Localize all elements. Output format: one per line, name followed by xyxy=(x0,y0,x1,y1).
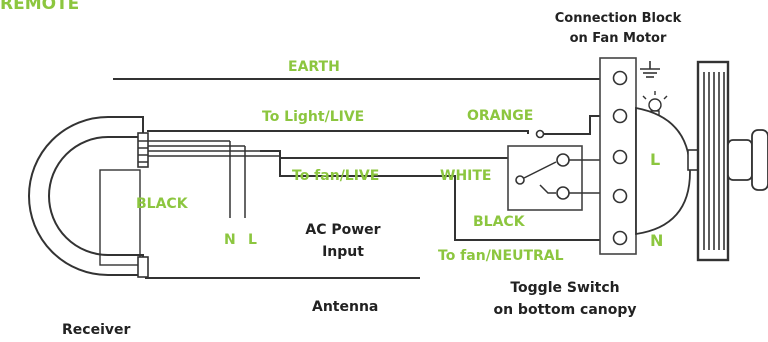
motor-n-label: N xyxy=(650,231,663,250)
toggle-switch-lever xyxy=(523,161,557,179)
receiver-connector xyxy=(137,132,149,168)
l-terminal-label: L xyxy=(248,232,257,248)
fan-live-wire xyxy=(260,150,515,159)
white-label: WHITE xyxy=(440,168,491,184)
to-fan-live-label: To fan/LIVE xyxy=(292,168,379,184)
receiver-antenna-port xyxy=(137,256,149,278)
motor-stator xyxy=(696,60,730,262)
toggle-switch-common xyxy=(515,175,525,185)
earth-label: EARTH xyxy=(288,59,340,75)
connection-block-label-line1: Connection Block xyxy=(555,11,682,26)
toggle-switch-label-line2: on bottom canopy xyxy=(493,302,636,318)
block-terminal-4 xyxy=(612,188,628,204)
motor-stator-ribs xyxy=(703,72,725,250)
block-terminal-1 xyxy=(612,70,628,86)
motor-mount xyxy=(727,139,753,181)
ground-icon xyxy=(640,61,660,78)
to-light-live-label: To Light/LIVE xyxy=(262,109,364,125)
fan-neutral-wire xyxy=(279,156,610,241)
toggle-switch-contact xyxy=(539,184,556,194)
motor-housing xyxy=(635,106,691,236)
motor-mount-cap xyxy=(751,129,768,191)
block-terminal-3 xyxy=(612,149,628,165)
receiver-inner-panel xyxy=(99,169,141,266)
toggle-switch-terminal-lower xyxy=(556,186,570,200)
ac-power-label-line1: AC Power xyxy=(305,222,380,238)
orange-junction xyxy=(535,129,545,139)
toggle-switch-label-line1: Toggle Switch xyxy=(510,280,619,296)
diagram-title: REMOTE xyxy=(0,0,79,14)
to-fan-neutral-label: To fan/NEUTRAL xyxy=(438,248,564,264)
light-live-wire xyxy=(147,130,529,134)
block-terminal-2 xyxy=(612,108,628,124)
n-terminal-label: N xyxy=(224,232,236,248)
motor-l-label: L xyxy=(650,150,660,169)
orange-label: ORANGE xyxy=(467,108,533,124)
black-left-label: BLACK xyxy=(136,196,189,212)
receiver-label: Receiver xyxy=(62,322,130,338)
receiver-body xyxy=(28,116,144,276)
antenna-label: Antenna xyxy=(312,299,378,315)
toggle-switch-terminal-upper xyxy=(556,153,570,167)
ac-power-label-line2: Input xyxy=(322,244,364,260)
connection-block-label-line2: on Fan Motor xyxy=(570,31,667,46)
black-right-label: BLACK xyxy=(473,214,526,230)
block-terminal-5 xyxy=(612,230,628,246)
